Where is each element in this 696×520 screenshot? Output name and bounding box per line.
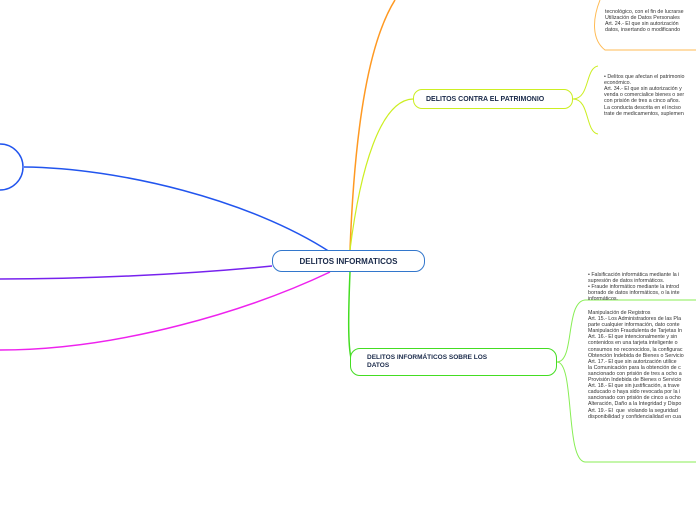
connector-purple [0, 265, 273, 280]
note-line: disponibilidad y confidencialidad en cua [588, 413, 682, 420]
note-line: Obtención Indebida de Bienes o Servicio [588, 352, 684, 359]
note-line: Provisión Indebida de Bienes o Servicio [588, 377, 682, 384]
connector-orange [349, 0, 396, 251]
note-line: Art. 16.- El que intencionalmente y sin [588, 334, 678, 341]
connector-green [347, 271, 353, 363]
node-delitos-patrimonio[interactable]: DELITOS CONTRA EL PATRIMONIO [413, 89, 573, 109]
note-line: Manipulación Fraudulenta de Tarjetas In [588, 328, 683, 335]
connector-magenta [0, 271, 331, 351]
note-line: Art. 17.- El que sin autorización utilic… [588, 358, 677, 365]
note-line: contenidos en una tarjeta inteligente o [588, 340, 678, 347]
connector-yellow [349, 98, 414, 251]
central-label: DELITOS INFORMATICOS [299, 256, 398, 266]
note-line: caducado o haya sido revocada por la i [588, 389, 681, 396]
note-line: Art. 18.- El que sin justificación, a tr… [588, 383, 680, 390]
node-delitos-datos[interactable]: DELITOS INFORMÁTICOS SOBRE LOS DATOS [350, 348, 557, 376]
bracket-yellow [572, 65, 599, 135]
note-line: sancionado con prisión de cinco a ocho [588, 395, 681, 402]
note-line: Alteración, Daño a la Integridad y Dispo [588, 401, 682, 408]
notes-datos-a: • Falsificación informática mediante la … [588, 272, 680, 303]
note-line: parte cualquier información, dato conte [588, 322, 680, 329]
node-label: DELITOS CONTRA EL PATRIMONIO [426, 95, 545, 103]
bracket-green [556, 299, 696, 463]
bracket-orange [594, 0, 696, 51]
connector-blue [23, 166, 331, 253]
note-line: Manipulación de Registros [588, 310, 651, 316]
note-line: Art. 15.- Los Administradores de las Pla [588, 316, 682, 323]
note-line: consumos no reconocidos, la configurac [588, 346, 683, 353]
central-node[interactable]: DELITOS INFORMATICOS [272, 250, 425, 272]
node-label: DELITOS INFORMÁTICOS SOBRE LOS DATOS [367, 354, 488, 369]
note-line: Art. 19.- El que violando la seguridad [588, 407, 678, 414]
note-line: sancionado con prisión de tres a ocho a [588, 370, 682, 377]
node-blue [0, 143, 24, 191]
note-line: la Comunicación para la obtención de c [588, 364, 681, 371]
